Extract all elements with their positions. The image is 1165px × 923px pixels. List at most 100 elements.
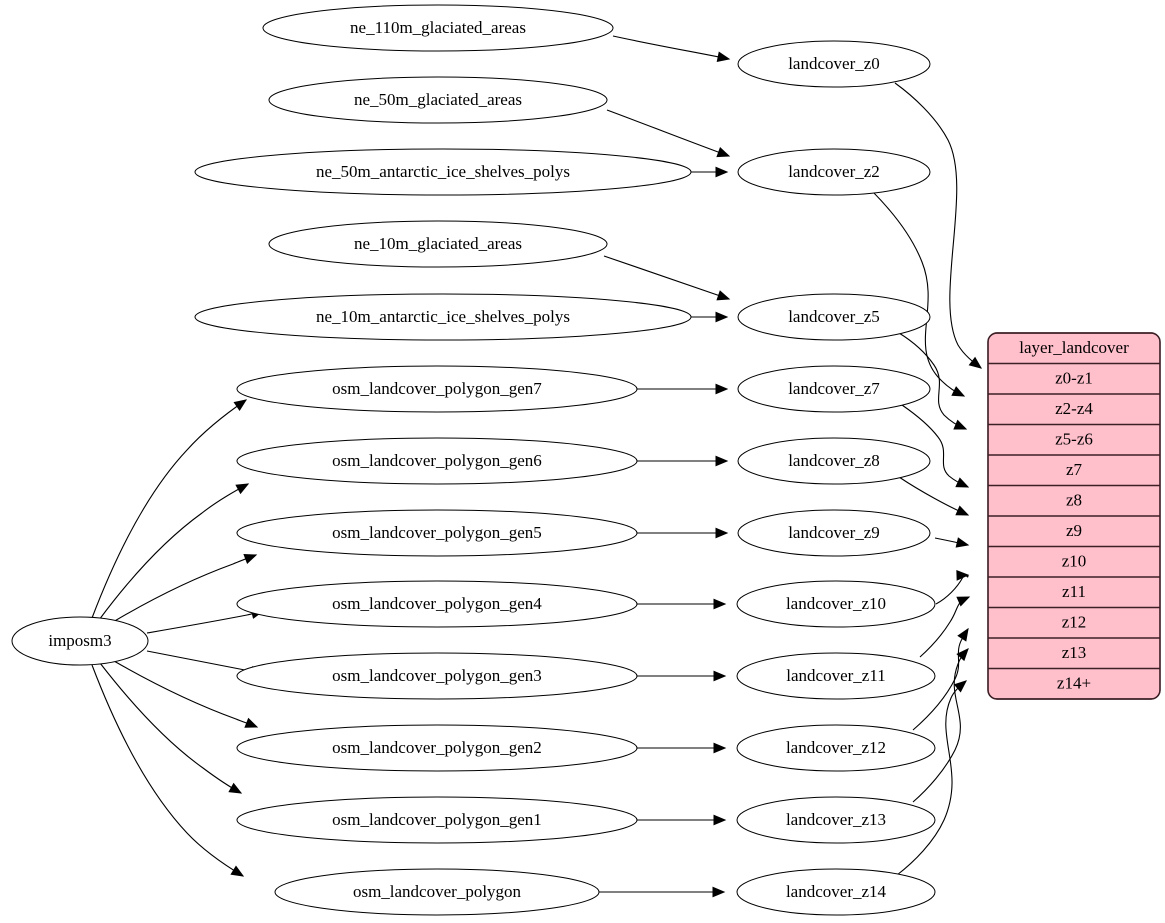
table-row-label: z13 xyxy=(1062,643,1087,662)
table-row-z11[interactable]: z11 xyxy=(988,576,1160,601)
node-osm_landcover_polygon_gen3[interactable]: osm_landcover_polygon_gen3 xyxy=(236,652,638,700)
edge-ne_10m_glaciated_areas-to-landcover_z5 xyxy=(603,255,731,301)
edge-path xyxy=(98,483,249,621)
arrow-head xyxy=(235,483,250,495)
arrow-head xyxy=(715,527,729,539)
node-label-ne_10m_glaciated_areas: ne_10m_glaciated_areas xyxy=(354,234,522,253)
table-row-label: z14+ xyxy=(1057,674,1091,693)
table-row-z10[interactable]: z10 xyxy=(988,545,1160,571)
table-row-z5-z6[interactable]: z5-z6 xyxy=(988,423,1160,449)
node-label-landcover_z5: landcover_z5 xyxy=(788,307,880,326)
table-row-z9[interactable]: z9 xyxy=(988,515,1160,540)
table-row-z8[interactable]: z8 xyxy=(988,484,1160,510)
table-row-z7[interactable]: z7 xyxy=(988,454,1160,479)
edge-landcover_z13-to-table_row_9 xyxy=(912,648,969,803)
node-ne_10m_antarctic_ice_shelves_polys[interactable]: ne_10m_antarctic_ice_shelves_polys xyxy=(194,293,692,341)
node-landcover_z13[interactable]: landcover_z13 xyxy=(736,796,936,844)
node-landcover_z8[interactable]: landcover_z8 xyxy=(737,437,931,485)
node-landcover_z2[interactable]: landcover_z2 xyxy=(737,148,931,196)
node-osm_landcover_polygon_gen1[interactable]: osm_landcover_polygon_gen1 xyxy=(236,796,638,844)
node-osm_landcover_polygon_gen6[interactable]: osm_landcover_polygon_gen6 xyxy=(236,437,638,485)
node-shape-landcover_z2 xyxy=(737,148,931,196)
edge-landcover_z7-to-table_row_3 xyxy=(901,404,970,488)
arrow-head xyxy=(716,51,731,62)
node-osm_landcover_polygon[interactable]: osm_landcover_polygon xyxy=(274,868,600,916)
node-landcover_z7[interactable]: landcover_z7 xyxy=(737,365,931,413)
node-shape-imposm3 xyxy=(11,616,149,666)
table-row-label: z10 xyxy=(1062,552,1087,571)
node-landcover_z11[interactable]: landcover_z11 xyxy=(736,652,936,700)
node-osm_landcover_polygon_gen5[interactable]: osm_landcover_polygon_gen5 xyxy=(236,509,638,557)
layer-landcover-table[interactable]: layer_landcoverz0-z1z2-z4z5-z6z7z8z9z10z… xyxy=(987,332,1161,700)
edge-imposm3-to-osm_landcover_polygon_gen2 xyxy=(113,660,259,728)
arrow-head xyxy=(713,742,727,754)
edge-path xyxy=(99,662,242,794)
edge-osm_landcover_polygon-to-landcover_z14 xyxy=(598,886,726,898)
node-label-ne_110m_glaciated_areas: ne_110m_glaciated_areas xyxy=(350,18,526,37)
node-ne_50m_glaciated_areas[interactable]: ne_50m_glaciated_areas xyxy=(268,76,608,124)
node-landcover_z5[interactable]: landcover_z5 xyxy=(737,293,931,341)
table-row-label: z0-z1 xyxy=(1055,369,1093,388)
node-osm_landcover_polygon_gen2[interactable]: osm_landcover_polygon_gen2 xyxy=(236,724,638,772)
node-label-osm_landcover_polygon_gen2: osm_landcover_polygon_gen2 xyxy=(332,738,542,757)
arrow-head xyxy=(953,680,967,693)
node-shape-landcover_z12 xyxy=(736,724,936,772)
node-landcover_z9[interactable]: landcover_z9 xyxy=(737,509,931,557)
node-ne_50m_antarctic_ice_shelves_polys[interactable]: ne_50m_antarctic_ice_shelves_polys xyxy=(194,148,692,196)
edge-landcover_z9-to-table_row_5 xyxy=(934,537,970,548)
nodes-layer: imposm3 ne_110m_glaciated_areas ne_50m_gla… xyxy=(11,4,936,916)
arrow-head xyxy=(228,782,243,794)
node-landcover_z0[interactable]: landcover_z0 xyxy=(737,40,931,88)
table-row-label: z8 xyxy=(1066,491,1082,510)
node-label-landcover_z8: landcover_z8 xyxy=(788,451,880,470)
edge-osm_landcover_polygon_gen4-to-landcover_z10 xyxy=(637,598,727,610)
edge-path xyxy=(606,109,730,157)
arrow-head xyxy=(230,865,245,877)
node-shape-osm_landcover_polygon_gen2 xyxy=(236,724,638,772)
node-shape-landcover_z0 xyxy=(737,40,931,88)
edge-osm_landcover_polygon_gen2-to-landcover_z12 xyxy=(636,742,727,754)
table-row-label: z12 xyxy=(1062,613,1087,632)
node-imposm3[interactable]: imposm3 xyxy=(11,616,149,666)
node-label-landcover_z13: landcover_z13 xyxy=(786,810,886,829)
edge-imposm3-to-osm_landcover_polygon_gen4 xyxy=(146,608,265,634)
node-label-osm_landcover_polygon_gen6: osm_landcover_polygon_gen6 xyxy=(332,451,542,470)
table-row-z0-z1[interactable]: z0-z1 xyxy=(988,362,1160,388)
node-landcover_z12[interactable]: landcover_z12 xyxy=(736,724,936,772)
table-row-z2-z4[interactable]: z2-z4 xyxy=(988,393,1160,418)
table-row-z12[interactable]: z12 xyxy=(988,606,1160,632)
node-ne_110m_glaciated_areas[interactable]: ne_110m_glaciated_areas xyxy=(262,4,614,52)
node-landcover_z10[interactable]: landcover_z10 xyxy=(736,580,936,628)
arrow-head xyxy=(955,477,970,488)
node-osm_landcover_polygon_gen4[interactable]: osm_landcover_polygon_gen4 xyxy=(236,580,638,628)
edge-osm_landcover_polygon_gen5-to-landcover_z9 xyxy=(637,527,729,539)
node-label-landcover_z0: landcover_z0 xyxy=(788,54,880,73)
node-label-osm_landcover_polygon_gen3: osm_landcover_polygon_gen3 xyxy=(332,666,542,685)
node-label-landcover_z12: landcover_z12 xyxy=(786,738,886,757)
arrow-head xyxy=(243,554,258,565)
node-shape-osm_landcover_polygon_gen3 xyxy=(236,652,638,700)
node-label-landcover_z2: landcover_z2 xyxy=(788,162,880,181)
edge-imposm3-to-osm_landcover_polygon_gen7 xyxy=(91,399,248,619)
node-label-landcover_z9: landcover_z9 xyxy=(788,523,880,542)
node-osm_landcover_polygon_gen7[interactable]: osm_landcover_polygon_gen7 xyxy=(236,365,638,413)
node-label-imposm3: imposm3 xyxy=(48,631,111,650)
node-ne_10m_glaciated_areas[interactable]: ne_10m_glaciated_areas xyxy=(268,220,608,268)
node-shape-osm_landcover_polygon_gen5 xyxy=(236,509,638,557)
edge-landcover_z8-to-table_row_4 xyxy=(898,476,970,516)
node-label-landcover_z11: landcover_z11 xyxy=(786,666,885,685)
node-shape-osm_landcover_polygon_gen1 xyxy=(236,796,638,844)
node-shape-landcover_z9 xyxy=(737,509,931,557)
table-row-z14plus[interactable]: z14+ xyxy=(988,667,1160,693)
edge-path xyxy=(894,82,982,369)
edge-path xyxy=(146,610,264,634)
node-shape-landcover_z14 xyxy=(736,868,936,916)
node-label-ne_50m_glaciated_areas: ne_50m_glaciated_areas xyxy=(354,90,522,109)
arrow-head xyxy=(953,419,968,430)
table-row-z13[interactable]: z13 xyxy=(988,637,1160,662)
arrow-head xyxy=(713,814,727,826)
node-landcover_z14[interactable]: landcover_z14 xyxy=(736,868,936,916)
node-shape-osm_landcover_polygon xyxy=(274,868,600,916)
